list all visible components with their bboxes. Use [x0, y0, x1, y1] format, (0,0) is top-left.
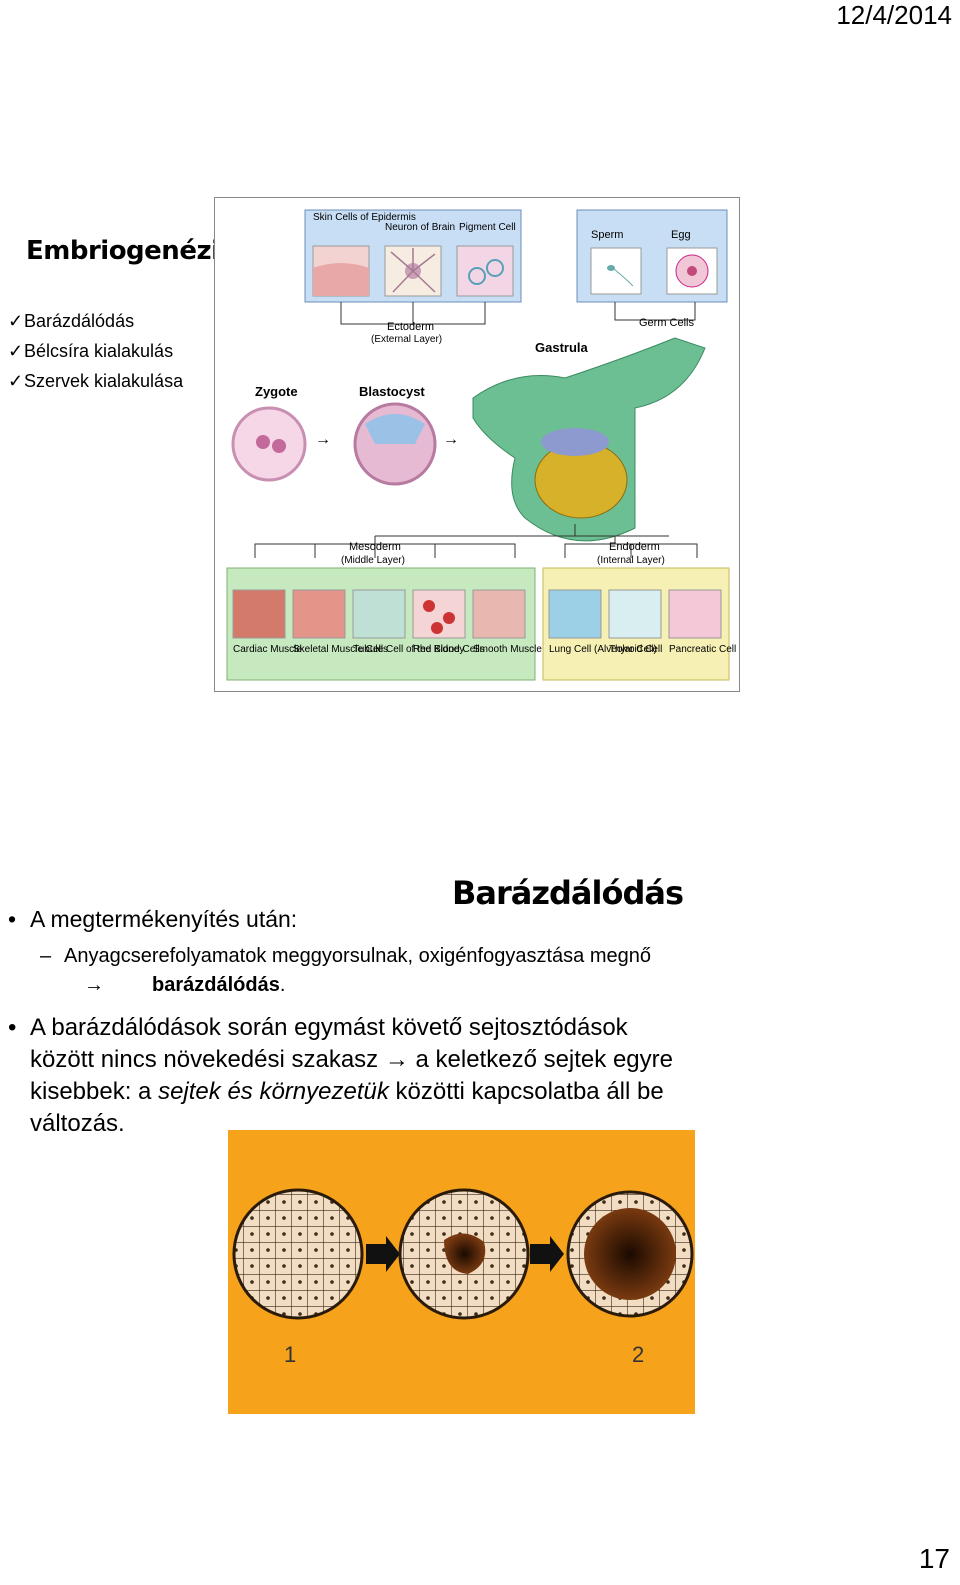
- label-gastrula: Gastrula: [535, 340, 589, 355]
- label-cardiac: Cardiac Muscle: [233, 644, 302, 655]
- label-mesoderm: Mesoderm: [349, 541, 401, 553]
- bullet-icon: •: [8, 1014, 17, 1041]
- arrow-icon: [366, 1236, 400, 1272]
- slide-date: 12/4/2014: [836, 0, 952, 30]
- label-skin: Skin Cells of Epidermis: [313, 212, 416, 223]
- checklist-item: ✓Barázdálódás: [8, 306, 183, 336]
- skin-cell-icon: [312, 245, 370, 297]
- label-smooth: Smooth Muscle (in Gut): [473, 644, 578, 655]
- red-blood-cell-icon: [412, 589, 466, 639]
- label-endoderm-sub: (Internal Layer): [597, 555, 665, 566]
- page-number: 17: [918, 1543, 950, 1574]
- lung-cell-icon: [548, 589, 602, 639]
- label-endoderm: Endoderm: [609, 541, 660, 553]
- check-icon: ✓: [8, 371, 24, 391]
- dash-icon: –: [40, 945, 52, 967]
- slide-title-embriogenezis: Embriogenézis: [26, 236, 235, 266]
- arrow-icon: →: [84, 974, 104, 996]
- cleavage-diagram: 1 2: [228, 1130, 695, 1414]
- cardiac-muscle-icon: [232, 589, 286, 639]
- bullet-icon: •: [8, 906, 17, 932]
- smooth-muscle-icon: [472, 589, 526, 639]
- check-icon: ✓: [8, 341, 24, 361]
- checklist-item: ✓Bélcsíra kialakulás: [8, 336, 183, 366]
- label-neuron: Neuron of Brain: [385, 222, 455, 233]
- skeletal-muscle-icon: [292, 589, 346, 639]
- label-ectoderm-sub: (External Layer): [371, 334, 442, 345]
- figure-label-1: 1: [284, 1342, 296, 1367]
- sub-bullet-2: →barázdálódás.: [84, 974, 286, 996]
- gastrula-icon: [472, 337, 706, 542]
- label-blastocyst: Blastocyst: [359, 384, 425, 399]
- thyroid-cell-icon: [608, 589, 662, 639]
- label-germ-cells: Germ Cells: [639, 317, 695, 329]
- egg-icon: [666, 247, 718, 295]
- label-red-blood: Red Blood Cells: [413, 644, 485, 655]
- label-zygote: Zygote: [255, 384, 298, 399]
- label-lung: Lung Cell (Alveolar Cell): [549, 644, 657, 655]
- figure-label-2: 2: [632, 1342, 644, 1367]
- kidney-tubule-icon: [352, 589, 406, 639]
- checklist-item: ✓Szervek kialakulása: [8, 366, 183, 396]
- label-tubule: Tubule Cell of the Kidney: [353, 644, 464, 655]
- bullet-2: •A barázdálódások során egymást követő s…: [8, 1014, 673, 1137]
- sub-bullet-1: –Anyagcserefolyamatok meggyorsulnak, oxi…: [40, 945, 651, 967]
- morula-icon: [232, 1188, 364, 1320]
- label-egg: Egg: [671, 229, 691, 241]
- sperm-icon: [590, 247, 642, 295]
- label-pigment: Pigment Cell: [459, 222, 516, 233]
- arrow-icon: [530, 1236, 564, 1272]
- checklist: ✓Barázdálódás ✓Bélcsíra kialakulás ✓Szer…: [8, 306, 183, 396]
- check-icon: ✓: [8, 311, 24, 331]
- blastula-icon: [566, 1190, 694, 1318]
- label-skeletal: Skeletal Muscle Cells: [293, 644, 388, 655]
- arrow-icon: →: [315, 431, 331, 448]
- pigment-cell-icon: [456, 245, 514, 297]
- label-mesoderm-sub: (Middle Layer): [341, 555, 405, 566]
- embryogenesis-diagram: Skin Cells of Epidermis Neuron of Brain …: [214, 197, 740, 692]
- pancreatic-cell-icon: [668, 589, 722, 639]
- arrow-icon: →: [443, 431, 459, 448]
- slide-title-barazdalodas: Barázdálódás: [452, 874, 684, 912]
- label-pancreatic: Pancreatic Cell: [669, 644, 736, 655]
- neuron-icon: [384, 245, 442, 297]
- label-ectoderm: Ectoderm: [387, 321, 434, 333]
- zygote-icon: [231, 406, 307, 482]
- early-blastula-icon: [398, 1188, 530, 1320]
- label-thyroid: Thyroid Cell: [609, 644, 662, 655]
- bullet-1: •A megtermékenyítés után:: [8, 906, 298, 932]
- label-sperm: Sperm: [591, 229, 623, 241]
- blastocyst-icon: [353, 402, 437, 486]
